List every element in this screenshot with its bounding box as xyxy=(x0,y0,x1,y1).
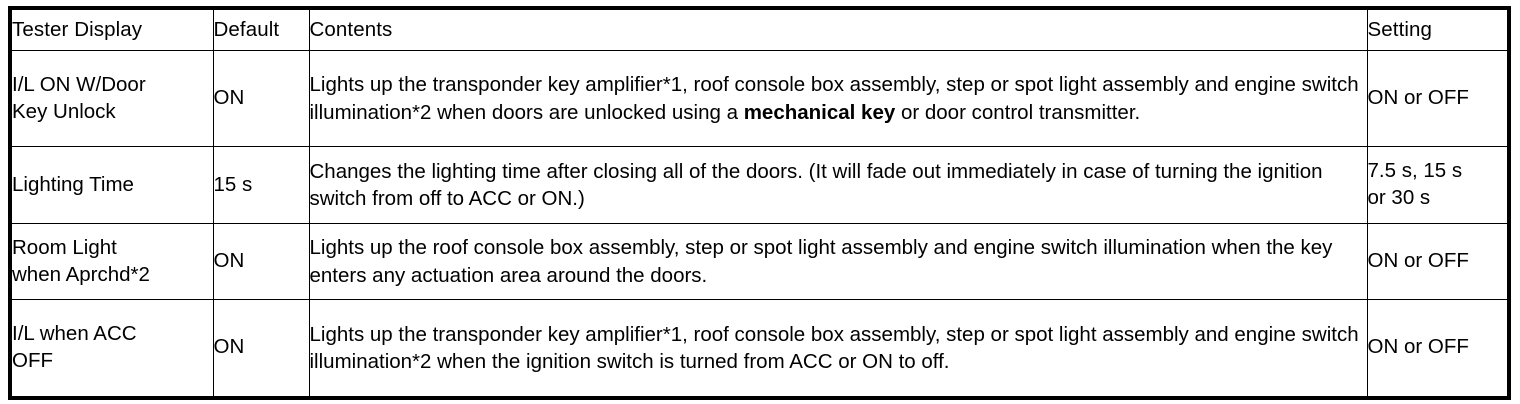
cell-tester-display: I/L when ACC OFF xyxy=(9,299,214,398)
cell-tester-display: Lighting Time xyxy=(9,146,214,224)
column-header-default: Default xyxy=(212,7,310,51)
cell-default-value: ON xyxy=(212,50,310,147)
contents-text-lead: Lights up the roof console box assembly,… xyxy=(309,236,1333,287)
table-row: I/L when ACC OFF ON Lights up the transp… xyxy=(9,299,1510,398)
cell-default-value: 15 s xyxy=(212,146,310,224)
column-header-tester-display: Tester Display xyxy=(9,7,214,51)
cell-setting-options: ON or OFF xyxy=(1366,299,1510,398)
table-header-row: Tester Display Default Contents Setting xyxy=(9,7,1510,51)
contents-text-lead: Changes the lighting time after closing … xyxy=(309,159,1323,210)
cell-contents: Lights up the roof console box assembly,… xyxy=(308,223,1368,300)
cell-setting-options: ON or OFF xyxy=(1366,223,1510,300)
cell-tester-display: I/L ON W/Door Key Unlock xyxy=(9,50,214,147)
table-row: Room Light when Aprchd*2 ON Lights up th… xyxy=(9,223,1510,300)
cell-contents: Changes the lighting time after closing … xyxy=(308,146,1368,224)
table-row: Lighting Time 15 s Changes the lighting … xyxy=(9,146,1510,224)
contents-text-lead: Lights up the transponder key amplifier*… xyxy=(309,73,1359,124)
customize-parameters-table: Tester Display Default Contents Setting … xyxy=(8,6,1511,400)
column-header-setting: Setting xyxy=(1366,7,1510,51)
contents-emphasis: mechanical key xyxy=(743,100,896,124)
cell-default-value: ON xyxy=(212,299,310,398)
spec-table-container: Tester Display Default Contents Setting … xyxy=(8,6,1511,400)
cell-setting-options: ON or OFF xyxy=(1366,50,1510,147)
cell-contents: Lights up the transponder key amplifier*… xyxy=(308,50,1368,147)
cell-setting-options: 7.5 s, 15 s or 30 s xyxy=(1366,146,1510,224)
cell-default-value: ON xyxy=(212,223,310,300)
contents-text-tail: or door control transmitter. xyxy=(895,100,1141,124)
table-row: I/L ON W/Door Key Unlock ON Lights up th… xyxy=(9,50,1510,147)
contents-text-lead: Lights up the transponder key amplifier*… xyxy=(309,322,1359,373)
cell-contents: Lights up the transponder key amplifier*… xyxy=(308,299,1368,398)
column-header-contents: Contents xyxy=(308,7,1368,51)
cell-tester-display: Room Light when Aprchd*2 xyxy=(9,223,214,300)
table-body: I/L ON W/Door Key Unlock ON Lights up th… xyxy=(9,50,1510,398)
